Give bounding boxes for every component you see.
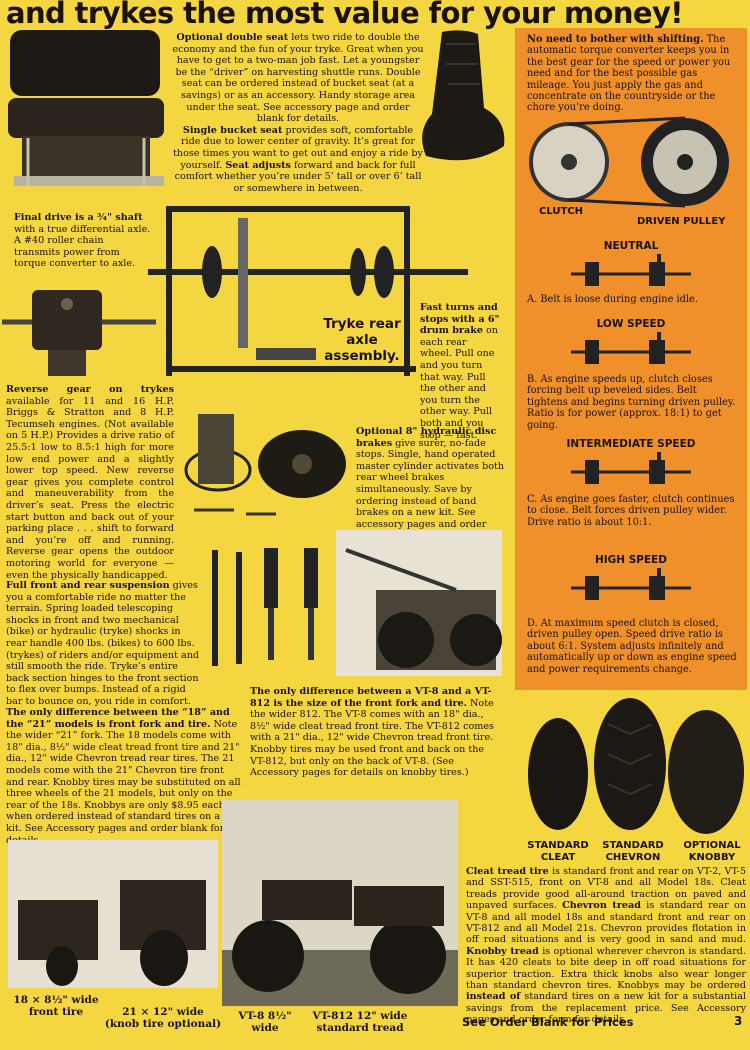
double-seat-text: lets two ride to double the economy and … [172, 32, 424, 125]
caption-vt8: VT-8 8½" wide [238, 1010, 292, 1034]
stage-low-letter: B. [527, 374, 538, 385]
disc-brake-title: Optional 8" hydraulic disc brakes [356, 426, 497, 449]
double-seat-photo [8, 30, 164, 186]
order-blank-footer: See Order Blank for Prices [462, 1015, 634, 1029]
disc-brake-photo [184, 414, 346, 516]
stage-neutral-text: Belt is loose during engine idle. [540, 294, 698, 305]
suspension-text: gives you a comfortable ride no matter t… [6, 580, 200, 707]
drum-brake-block: Fast turns and stops with a 6" drum brak… [420, 302, 500, 441]
caption-vt812: VT-812 12" wide standard tread [312, 1010, 408, 1034]
vt-difference-title: The only difference between a VT-8 and a… [250, 686, 492, 709]
clutch-label: CLUTCH [539, 206, 584, 217]
stage-low-title: LOW SPEED [596, 318, 666, 330]
reverse-gear-text: available for 11 and 16 H.P. Briggs & St… [6, 395, 174, 581]
tire-label-knobby-line1: OPTIONAL [683, 840, 741, 851]
suspension-block: Full front and rear suspension gives you… [6, 580, 202, 708]
reverse-gear-photo [2, 290, 156, 376]
seat-adjust-text: forward and back for full comfort whethe… [174, 159, 422, 194]
stage-neutral-text-block: A. Belt is loose during engine idle. [527, 294, 739, 305]
shifting-block: No need to bother with shifting. The aut… [527, 34, 739, 114]
stage-neutral-diagram [571, 254, 691, 286]
cleat-tread-title: Cleat tread tire [466, 866, 549, 877]
final-drive-text: with a true differential axle. A #40 rol… [14, 223, 151, 270]
knobby-tread-title: Knobby tread [466, 945, 539, 957]
knobby-tread-text: is optional wherever chevron is standard… [466, 945, 746, 992]
seat-text-block: Optional double seat lets two ride to do… [172, 32, 424, 194]
tire-label-chevron-line2: CHEVRON [605, 851, 661, 863]
shocks-photo [212, 548, 318, 666]
stage-low-text-block: B. As engine speeds up, clutch closes fo… [527, 374, 739, 431]
tire-label-chevron-line1: STANDARD [602, 840, 664, 851]
instead-of-text: standard tires on a new kit for a substa… [466, 991, 746, 1026]
bucket-seat-title: Single bucket seat [182, 124, 283, 136]
suspension-title: Full front and rear suspension [6, 580, 170, 591]
stage-intermediate-title: INTERMEDIATE SPEED [566, 438, 696, 450]
page-number: 3 [734, 1014, 743, 1028]
stage-high-text-block: D. At maximum speed clutch is closed, dr… [527, 618, 739, 675]
stage-high-title: HIGH SPEED [594, 554, 668, 566]
chevron-tread-title: Chevron tread [562, 900, 641, 912]
tires-text-block: Cleat tread tire is standard front and r… [466, 866, 746, 1026]
tryke-rear-photo [336, 530, 502, 676]
seat-adjust-title: Seat adjusts [225, 159, 291, 171]
stage-neutral-letter: A. [527, 294, 538, 305]
tire-label-knobby-line2: KNOBBY [688, 851, 736, 863]
tires-photo [528, 698, 744, 834]
tire-label-cleat-line2: CLEAT [540, 851, 576, 863]
cleat-tread-text: is standard front and rear on VT-2, VT-5… [466, 866, 746, 912]
driven-pulley-label: DRIVEN PULLEY [637, 216, 726, 227]
disc-brake-text: give surer, no-fade stops. Single, hand … [356, 437, 505, 542]
vt-bikes-photo [222, 800, 458, 1006]
stage-intermediate-letter: C. [527, 494, 538, 505]
stage-intermediate-text: As engine goes faster, clutch continues … [527, 494, 735, 528]
drum-brake-text: on each rear wheel. Pull one and you tur… [420, 325, 498, 441]
disc-brake-block: Optional 8" hydraulic disc brakes give s… [356, 426, 506, 542]
axle-label: Tryke rear axle assembly. [323, 316, 401, 364]
caption-18: 18 × 8½" wide front tire [13, 994, 99, 1018]
caption-21: 21 × 12" wide (knob tire optional) [104, 1006, 222, 1030]
torque-converter-panel: No need to bother with shifting. The aut… [515, 28, 747, 690]
drum-brake-title: Fast turns and stops with a 6" drum brak… [420, 302, 500, 337]
model-difference-text: Note the wider “21” fork. The 18 models … [6, 718, 243, 846]
vt-difference-text: Note the wider 812. The VT-8 comes with … [250, 697, 494, 779]
stage-high-letter: D. [527, 618, 538, 629]
reverse-gear-title: Reverse gear on trykes [6, 384, 174, 395]
rear-axle-photo [148, 206, 468, 376]
stage-high-diagram [571, 568, 691, 600]
model-difference-block: The only difference between the “18” and… [6, 707, 244, 846]
bucket-seat-photo [422, 30, 505, 161]
model-difference-title: The only difference between the “18” and… [6, 707, 230, 730]
chevron-tread-text: is standard rear on VT-8 and all model 1… [466, 900, 746, 946]
bucket-seat-text: provides soft, comfortable ride due to l… [173, 124, 423, 171]
stage-intermediate-text-block: C. As engine goes faster, clutch continu… [527, 494, 739, 528]
reverse-gear-block: Reverse gear on trykes available for 11 … [6, 384, 174, 581]
instead-of-title: instead of [466, 991, 521, 1003]
clutch-pulley-photo [529, 116, 729, 208]
trykes-front-photo [8, 840, 218, 988]
tire-label-cleat-line1: STANDARD [527, 840, 589, 851]
final-drive-block: Final drive is a ¾" shaft with a true di… [14, 212, 152, 270]
headline: and trykes the most value for your money… [6, 0, 684, 30]
shifting-text: The automatic torque converter keeps you… [527, 34, 731, 114]
double-seat-title: Optional double seat [176, 32, 289, 43]
stage-high-text: At maximum speed clutch is closed, drive… [527, 618, 737, 675]
shifting-title: No need to bother with shifting. [527, 34, 704, 45]
stage-low-diagram [571, 332, 691, 364]
stage-neutral-title: NEUTRAL [603, 240, 659, 252]
vt-difference-block: The only difference between a VT-8 and a… [250, 686, 502, 779]
stage-intermediate-diagram [571, 452, 691, 484]
final-drive-title: Final drive is a ¾" shaft [14, 212, 143, 223]
stage-low-text: As engine speeds up, clutch closes forci… [527, 374, 736, 431]
